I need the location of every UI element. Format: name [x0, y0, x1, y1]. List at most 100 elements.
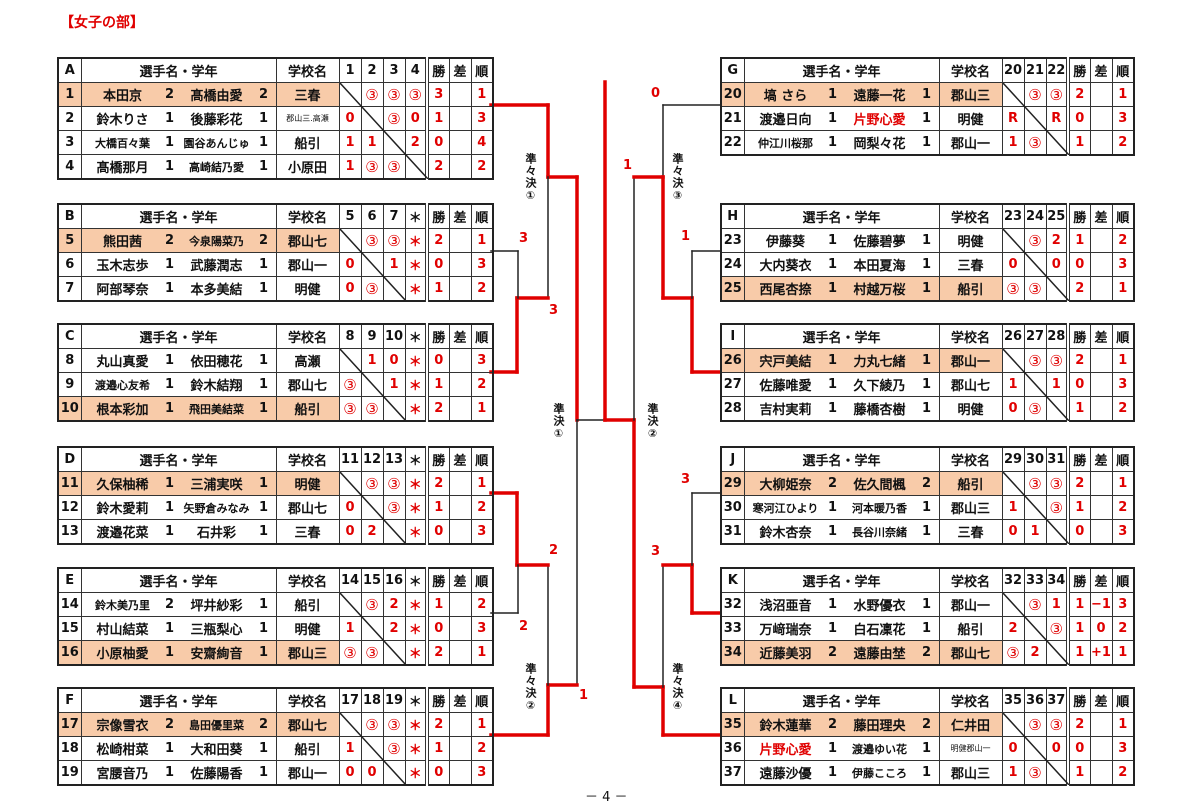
- match-result: ③: [338, 640, 362, 666]
- school-name: 郡山七: [938, 372, 1003, 397]
- rank: 2: [1111, 495, 1135, 520]
- player-2-name: 岡梨々花: [853, 137, 906, 152]
- wins-count: 1: [1066, 228, 1091, 253]
- rank: 3: [470, 760, 494, 786]
- school-name: 船引: [275, 592, 340, 617]
- match-result: ＊: [404, 640, 428, 666]
- match-result: 1: [382, 252, 406, 277]
- rank: 2: [470, 154, 494, 180]
- match-result: 1: [382, 372, 406, 397]
- match-col-header: 19: [382, 687, 406, 713]
- wins-header: 勝: [425, 687, 450, 713]
- player-2-name: 飛田美結菜: [189, 402, 244, 416]
- point-diff: [1089, 736, 1113, 761]
- wins-count: 0: [1066, 372, 1091, 397]
- match-col-header: 21: [1023, 57, 1047, 83]
- match-result: [360, 106, 384, 131]
- player-2-name: 水野優衣: [853, 599, 906, 614]
- match-result: [382, 276, 406, 302]
- player-1-grade: 1: [827, 353, 838, 368]
- player-2-grade: 1: [921, 500, 932, 515]
- match-result: 1: [1001, 130, 1025, 156]
- player-2-grade: 1: [921, 401, 932, 416]
- player-2-grade: 1: [258, 135, 269, 150]
- match-result: 1: [1001, 372, 1025, 397]
- player-1-grade: 1: [827, 401, 838, 416]
- rank-header: 順: [470, 687, 494, 713]
- name-header: 選手名・学年: [80, 57, 277, 83]
- player-2-name: 後藤彩花: [190, 113, 243, 128]
- school-header: 学校名: [938, 446, 1003, 472]
- rank: 2: [470, 592, 494, 617]
- point-diff: [1089, 130, 1113, 156]
- group-label: J: [720, 446, 745, 472]
- school-name: 郡山一: [938, 348, 1003, 373]
- wins-header: 勝: [425, 323, 450, 349]
- match-result: 1: [1001, 760, 1025, 786]
- match-result: ③: [1045, 348, 1069, 373]
- player-2-name: 遠藤由埜: [853, 647, 906, 662]
- match-result: [1023, 736, 1047, 761]
- match-result: ＊: [404, 228, 428, 253]
- point-diff: [448, 495, 472, 520]
- player-2-name: 白石凜花: [853, 623, 906, 638]
- player-2-name: 大和田葵: [190, 743, 243, 758]
- score-sf2-top: 1: [623, 158, 633, 173]
- player-2-grade: 1: [921, 353, 932, 368]
- school-name: 郡山一: [938, 592, 1003, 617]
- diff-header: 差: [1089, 57, 1113, 83]
- match-result: 0: [382, 348, 406, 373]
- player-2-grade: 2: [921, 717, 932, 732]
- player-2-grade: 1: [258, 741, 269, 756]
- rank: 2: [1111, 130, 1135, 156]
- name-header: 選手名・学年: [743, 687, 940, 713]
- player-2-name: 三浦実咲: [190, 478, 243, 493]
- name-header: 選手名・学年: [80, 687, 277, 713]
- rank: 3: [470, 106, 494, 131]
- player-2-name: 佐藤陽香: [190, 767, 243, 782]
- match-col-header: 17: [338, 687, 362, 713]
- point-diff: [1089, 276, 1113, 302]
- diff-header: 差: [448, 687, 472, 713]
- name-header: 選手名・学年: [80, 446, 277, 472]
- school-name: 郡山七: [275, 495, 340, 520]
- rank: 3: [1111, 519, 1135, 545]
- player-2-grade: 1: [921, 281, 932, 296]
- player-1-grade: 2: [827, 476, 838, 491]
- point-diff: [448, 130, 472, 155]
- match-result: [382, 396, 406, 422]
- match-col-header: 8: [338, 323, 362, 349]
- school-header: 学校名: [275, 323, 340, 349]
- entry-number: 17: [57, 712, 82, 737]
- player-1-name: 根本彩加: [96, 403, 149, 418]
- match-result: ③: [1023, 396, 1047, 422]
- entry-number: 26: [720, 348, 745, 373]
- player-1-name: 佐藤唯愛: [759, 379, 812, 394]
- school-name: 明健: [275, 471, 340, 496]
- match-result: [382, 760, 406, 786]
- match-result: [360, 616, 384, 641]
- match-col-header: 28: [1045, 323, 1069, 349]
- school-name: 郡山三: [938, 495, 1003, 520]
- match-result: [1045, 276, 1069, 302]
- point-diff: [448, 82, 472, 107]
- player-1-grade: 2: [164, 597, 175, 612]
- player-1-name: 玉木志歩: [96, 259, 149, 274]
- section-title: 【女子の部】: [60, 15, 144, 31]
